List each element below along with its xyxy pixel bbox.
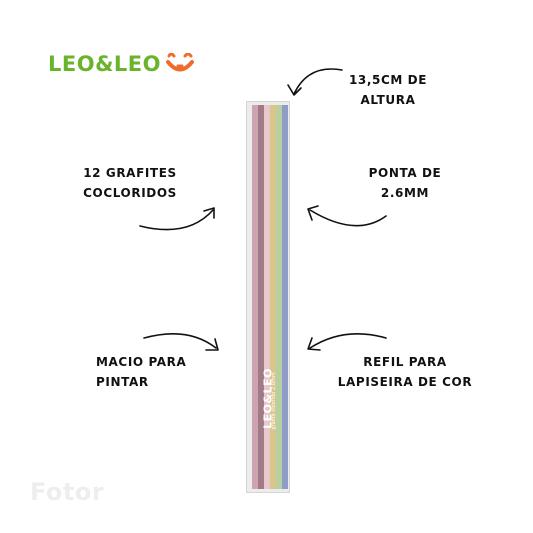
label-soft-line1: MACIO PARA — [96, 355, 187, 369]
label-leads: 12 GRAFITES COCLORIDOS — [70, 163, 190, 203]
label-refill-line2: LAPISEIRA DE COR — [337, 375, 473, 389]
brand-logo: LEO & LEO — [48, 52, 195, 76]
label-refill-line1: REFIL PARA — [363, 355, 447, 369]
arrow-to-top — [287, 68, 343, 96]
arrow-to-refill — [307, 333, 387, 351]
lead-5 — [276, 105, 282, 489]
label-tip-line1: PONTA DE — [368, 166, 442, 180]
lead-3 — [264, 105, 270, 489]
label-refill: REFIL PARA LAPISEIRA DE COR — [330, 352, 480, 392]
logo-text-left: LEO — [48, 52, 96, 76]
fotor-watermark: Fotor — [30, 478, 105, 506]
logo-text-right: LEO — [113, 52, 162, 76]
logo-ampersand: & — [95, 52, 114, 76]
arrow-to-leads — [139, 207, 215, 231]
lead-6 — [282, 105, 288, 489]
lead-tube: LEO&LEO grafite colorido 2.6mm — [246, 101, 290, 493]
tube-subtitle-text: grafite colorido 2.6mm — [270, 372, 277, 430]
arrow-to-soft — [143, 332, 219, 351]
label-height-line2: ALTURA — [360, 93, 416, 107]
smile-face-icon — [166, 53, 195, 72]
label-tip: PONTA DE 2.6MM — [350, 163, 460, 203]
label-height: 13,5CM DE ALTURA — [328, 70, 448, 110]
label-tip-line2: 2.6MM — [380, 186, 430, 200]
arrow-to-tip — [307, 205, 387, 227]
label-height-line1: 13,5CM DE — [348, 73, 428, 87]
lead-4 — [270, 105, 276, 489]
label-leads-line1: 12 GRAFITES — [83, 166, 177, 180]
lead-2 — [258, 105, 264, 489]
label-leads-line2: COCLORIDOS — [83, 186, 177, 200]
label-soft-line2: PINTAR — [96, 375, 149, 389]
label-soft: MACIO PARA PINTAR — [96, 352, 226, 392]
lead-1 — [252, 105, 258, 489]
